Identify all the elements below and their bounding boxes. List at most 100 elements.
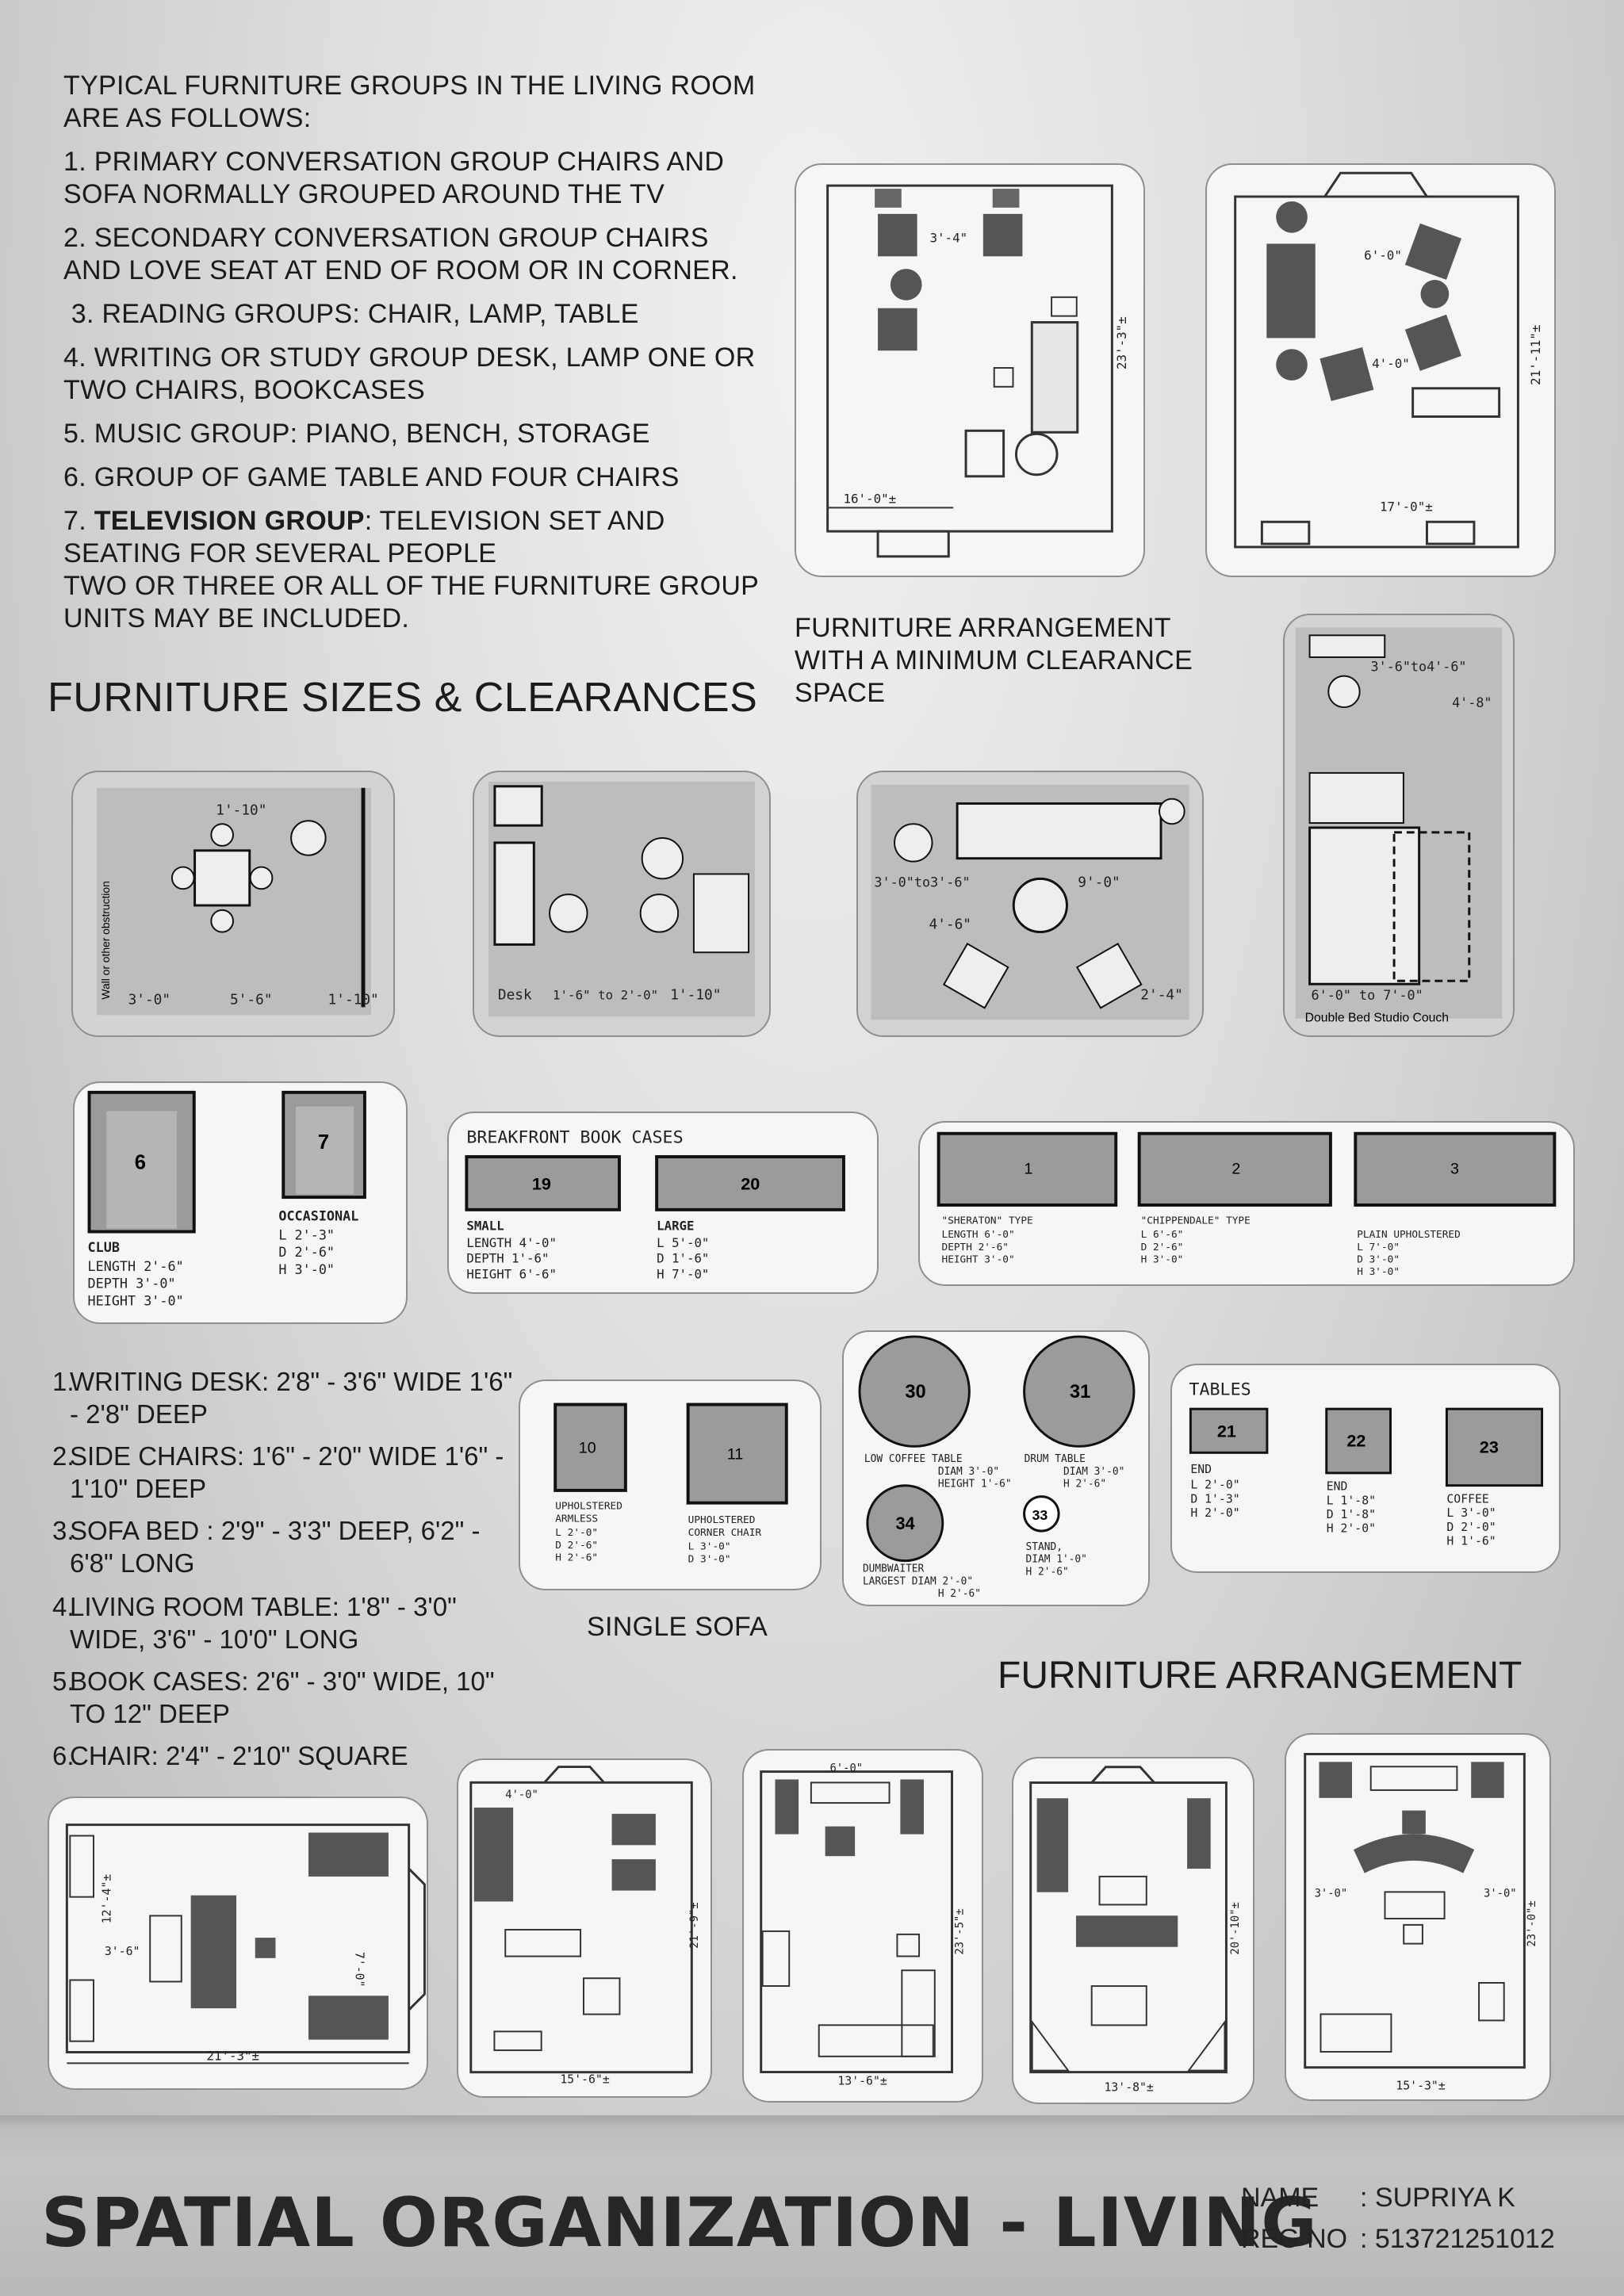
clearance-sketch: 1'-10" 3'-0" 5'-6" 1'-10" Wall or other … [97,787,379,1016]
item-spec: H 3'-0" [1357,1266,1400,1278]
item-number: 34 [895,1513,914,1533]
armless-chair-icon [553,1402,627,1492]
fireplace-icon [1090,1766,1155,1784]
item-spec: H 3'-0" [278,1261,335,1277]
game-table-icon [193,849,251,907]
sofa-icon [1266,243,1316,339]
list-text: BOOK CASES: 2'6" - 3'0" WIDE, 10" TO 12"… [70,1667,495,1728]
intro-item-bold: TELEVISION GROUP [94,506,365,536]
item-spec: LARGEST DIAM 2'-0" [863,1575,973,1587]
end-table-icon [992,189,1020,208]
item-spec: D 2'-6" [555,1540,598,1552]
intro-item: 5. MUSIC GROUP: PIANO, BENCH, STORAGE [63,419,650,449]
item-spec: H 2'-0" [1190,1506,1239,1520]
item-spec: DIAM 3'-0" [1063,1466,1124,1478]
arrangement-heading: FURNITURE ARRANGEMENT [998,1655,1522,1697]
arrangement-card-1: 21'-3"± 12'-4"± 3'-6" 7'-0" [48,1797,428,2090]
list-text: SOFA BED : 2'9" - 3'3" DEEP, 6'2" - 6'8"… [70,1516,481,1578]
dim-label: 3'-0" [1315,1887,1348,1900]
item-number: 2 [1231,1161,1240,1178]
chair-icon [1404,223,1461,280]
sofa-icon [1030,321,1079,434]
sofa-plain-icon [1354,1131,1557,1207]
dim-label: 17'-0"± [1380,499,1433,514]
drum-table-icon [1023,1335,1136,1448]
coffee-table-icon [1445,1407,1544,1487]
bookcases-card: BREAKFRONT BOOK CASES 19 20 SMALL LENGTH… [447,1112,879,1294]
dim-label: 15'-3"± [1396,2079,1446,2092]
end-table-icon [875,189,902,208]
dim-label: 21'-3"± [206,2048,259,2063]
desk-icon [1320,2013,1392,2053]
arrangement-card-2: 15'-6"± 4'-0" 21'-9"± [457,1758,712,2098]
chair-icon [878,308,917,351]
item-spec: DEPTH 3'-0" [88,1276,176,1292]
single-sofa-heading: SINGLE SOFA [587,1612,768,1642]
tables-drawing: TABLES 21 22 23 END L 2'-0" D 1'-3" H 2'… [1189,1380,1544,1548]
item-number: 22 [1346,1430,1365,1450]
item-spec: HEIGHT 1'-6" [938,1479,1012,1490]
item-spec: L 2'-0" [555,1527,598,1539]
card-title: TABLES [1189,1380,1251,1399]
dim-label: 6'-0" [830,1762,864,1775]
item-spec: DEPTH 1'-6" [466,1251,549,1266]
item-spec: L 2'-3" [278,1226,335,1242]
floor-plan: 13'-8"± 20'-10"± [1029,1766,1242,2094]
end-table-icon [1189,1407,1269,1454]
item-name: "SHERATON" TYPE [942,1215,1033,1227]
intro-item-television: 7. TELEVISION GROUP: TELEVISION SET AND … [63,505,761,570]
item-spec: L 2'-0" [1190,1479,1239,1492]
sofa-icon [473,1807,514,1902]
item-name: OCCASIONAL [278,1208,358,1224]
dim-label: 5'-6" [230,991,272,1008]
bookcase-large-icon [655,1155,845,1211]
list-number: 2. [52,1441,75,1471]
item-spec: H 3'-0" [1141,1254,1184,1266]
list-text: LIVING ROOM TABLE: 1'8" - 3'0" WIDE, 3'6… [70,1592,457,1654]
dim-label: Desk [498,987,532,1004]
intro-item: 3. READING GROUPS: CHAIR, LAMP, TABLE [63,299,639,329]
arrangement-card-3: 13'-6"± 6'-0" 23'-5"± [742,1749,983,2103]
sofas-card: 1 2 3 "SHERATON" TYPE LENGTH 6'-0" DEPTH… [918,1121,1575,1286]
round-tables-drawing: 30 31 LOW COFFEE TABLE DIAM 3'-0" HEIGHT… [858,1335,1136,1600]
dim-label: 3'-0"to3'-6" [874,874,970,890]
intro-item-rest: : TELEVISION SET AND SEATING FOR SEVERAL… [63,506,665,568]
clearance-card-4: 3'-6"to4'-6" 4'-8" 6'-0" to 7'-0" Double… [1283,614,1515,1037]
desk-icon [1411,387,1501,418]
sofas-drawing: 1 2 3 "SHERATON" TYPE LENGTH 6'-0" DEPTH… [936,1131,1557,1278]
list-number: 6. [52,1741,75,1770]
chair-icon [1320,346,1374,401]
item-number: 10 [579,1440,596,1457]
sizes-list-item: 4.LIVING ROOM TABLE: 1'8" - 3'0" WIDE, 3… [52,1590,528,1655]
chairs-card: 6 7 CLUB LENGTH 2'-6" DEPTH 3'-0" HEIGHT… [73,1081,408,1324]
dim-label: 23'-5"± [953,1908,966,1954]
item-spec: H 2'-6" [555,1552,598,1564]
sofa-icon [956,802,1162,860]
reg-key: REG NO [1241,2224,1348,2254]
dim-label: 9'-0" [1078,874,1120,890]
item-spec: D 2'-0" [1446,1521,1496,1534]
item-number: 7 [318,1131,329,1154]
item-spec: D 2'-6" [278,1244,335,1260]
floor-plan: 16'-0"± 3'-4" 23'-3"± [826,184,1129,558]
item-spec: LENGTH 2'-6" [88,1258,184,1274]
chair-icon [878,213,917,257]
dim-label: 21'-11"± [1528,325,1543,385]
sizes-list-item: 1.WRITING DESK: 2'8" - 3'6" WIDE 1'6" - … [52,1365,528,1430]
item-spec: D 1'-3" [1190,1492,1239,1506]
sofa-sheraton-icon [936,1131,1118,1207]
item-spec: DIAM 1'-0" [1026,1554,1087,1566]
sofa-icon [308,1832,389,1877]
intro-section: TYPICAL FURNITURE GROUPS IN THE LIVING R… [63,70,761,646]
item-spec: D 1'-8" [1327,1508,1376,1521]
item-spec: D 2'-6" [1141,1242,1184,1253]
dim-label: 3'-4" [929,230,967,245]
fireplace-icon [543,1766,605,1784]
item-name: PLAIN UPHOLSTERED [1357,1229,1461,1241]
item-number: 20 [741,1173,760,1193]
item-spec: D 3'-0" [1357,1254,1400,1266]
desk-icon [761,1930,791,1987]
stand-icon [1023,1495,1060,1533]
item-number: 31 [1070,1382,1090,1402]
item-number: 6 [135,1152,146,1174]
